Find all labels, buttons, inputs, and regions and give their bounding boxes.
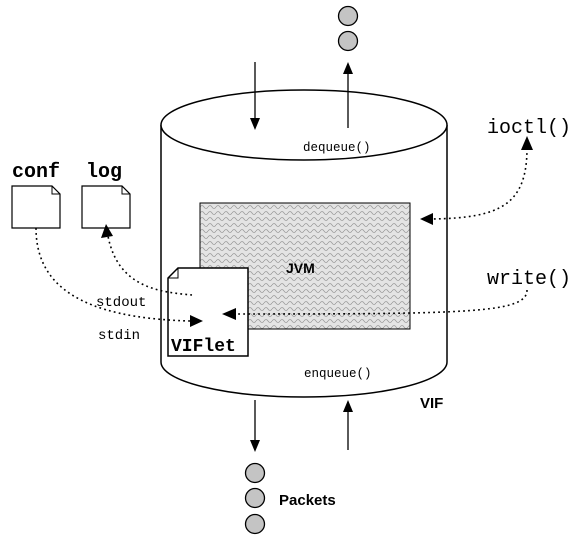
output-arrow-bottom — [250, 400, 260, 452]
ioctl-arrow — [420, 136, 533, 225]
packet-bottom-1 — [244, 462, 266, 484]
log-file-icon — [81, 185, 131, 229]
packets-label: Packets — [279, 492, 336, 509]
jvm-box — [199, 202, 411, 330]
stdout-label: stdout — [96, 295, 146, 311]
viflet-label: VIFlet — [171, 337, 236, 357]
dequeue-arrow — [343, 62, 353, 128]
enqueue-label: enqueue() — [304, 367, 372, 381]
write-label: write() — [487, 268, 571, 291]
ioctl-label: ioctl() — [487, 117, 571, 140]
packet-bottom-2 — [244, 487, 266, 509]
conf-label: conf — [12, 161, 60, 184]
stdin-label: stdin — [98, 328, 140, 344]
vif-label: VIF — [420, 395, 443, 412]
stdout-arrow — [101, 224, 193, 296]
input-arrow-top — [250, 62, 260, 130]
write-arrow — [222, 289, 528, 320]
viflet-doc — [167, 267, 249, 357]
packet-bottom-3 — [244, 513, 266, 535]
dequeue-label: dequeue() — [303, 141, 371, 155]
log-label: log — [86, 161, 122, 184]
packet-top-1 — [337, 5, 359, 27]
jvm-label: JVM — [286, 260, 315, 276]
conf-file-icon — [11, 185, 61, 229]
stdin-arrow — [35, 227, 203, 327]
enqueue-arrow — [343, 400, 353, 450]
packet-top-2 — [337, 30, 359, 52]
